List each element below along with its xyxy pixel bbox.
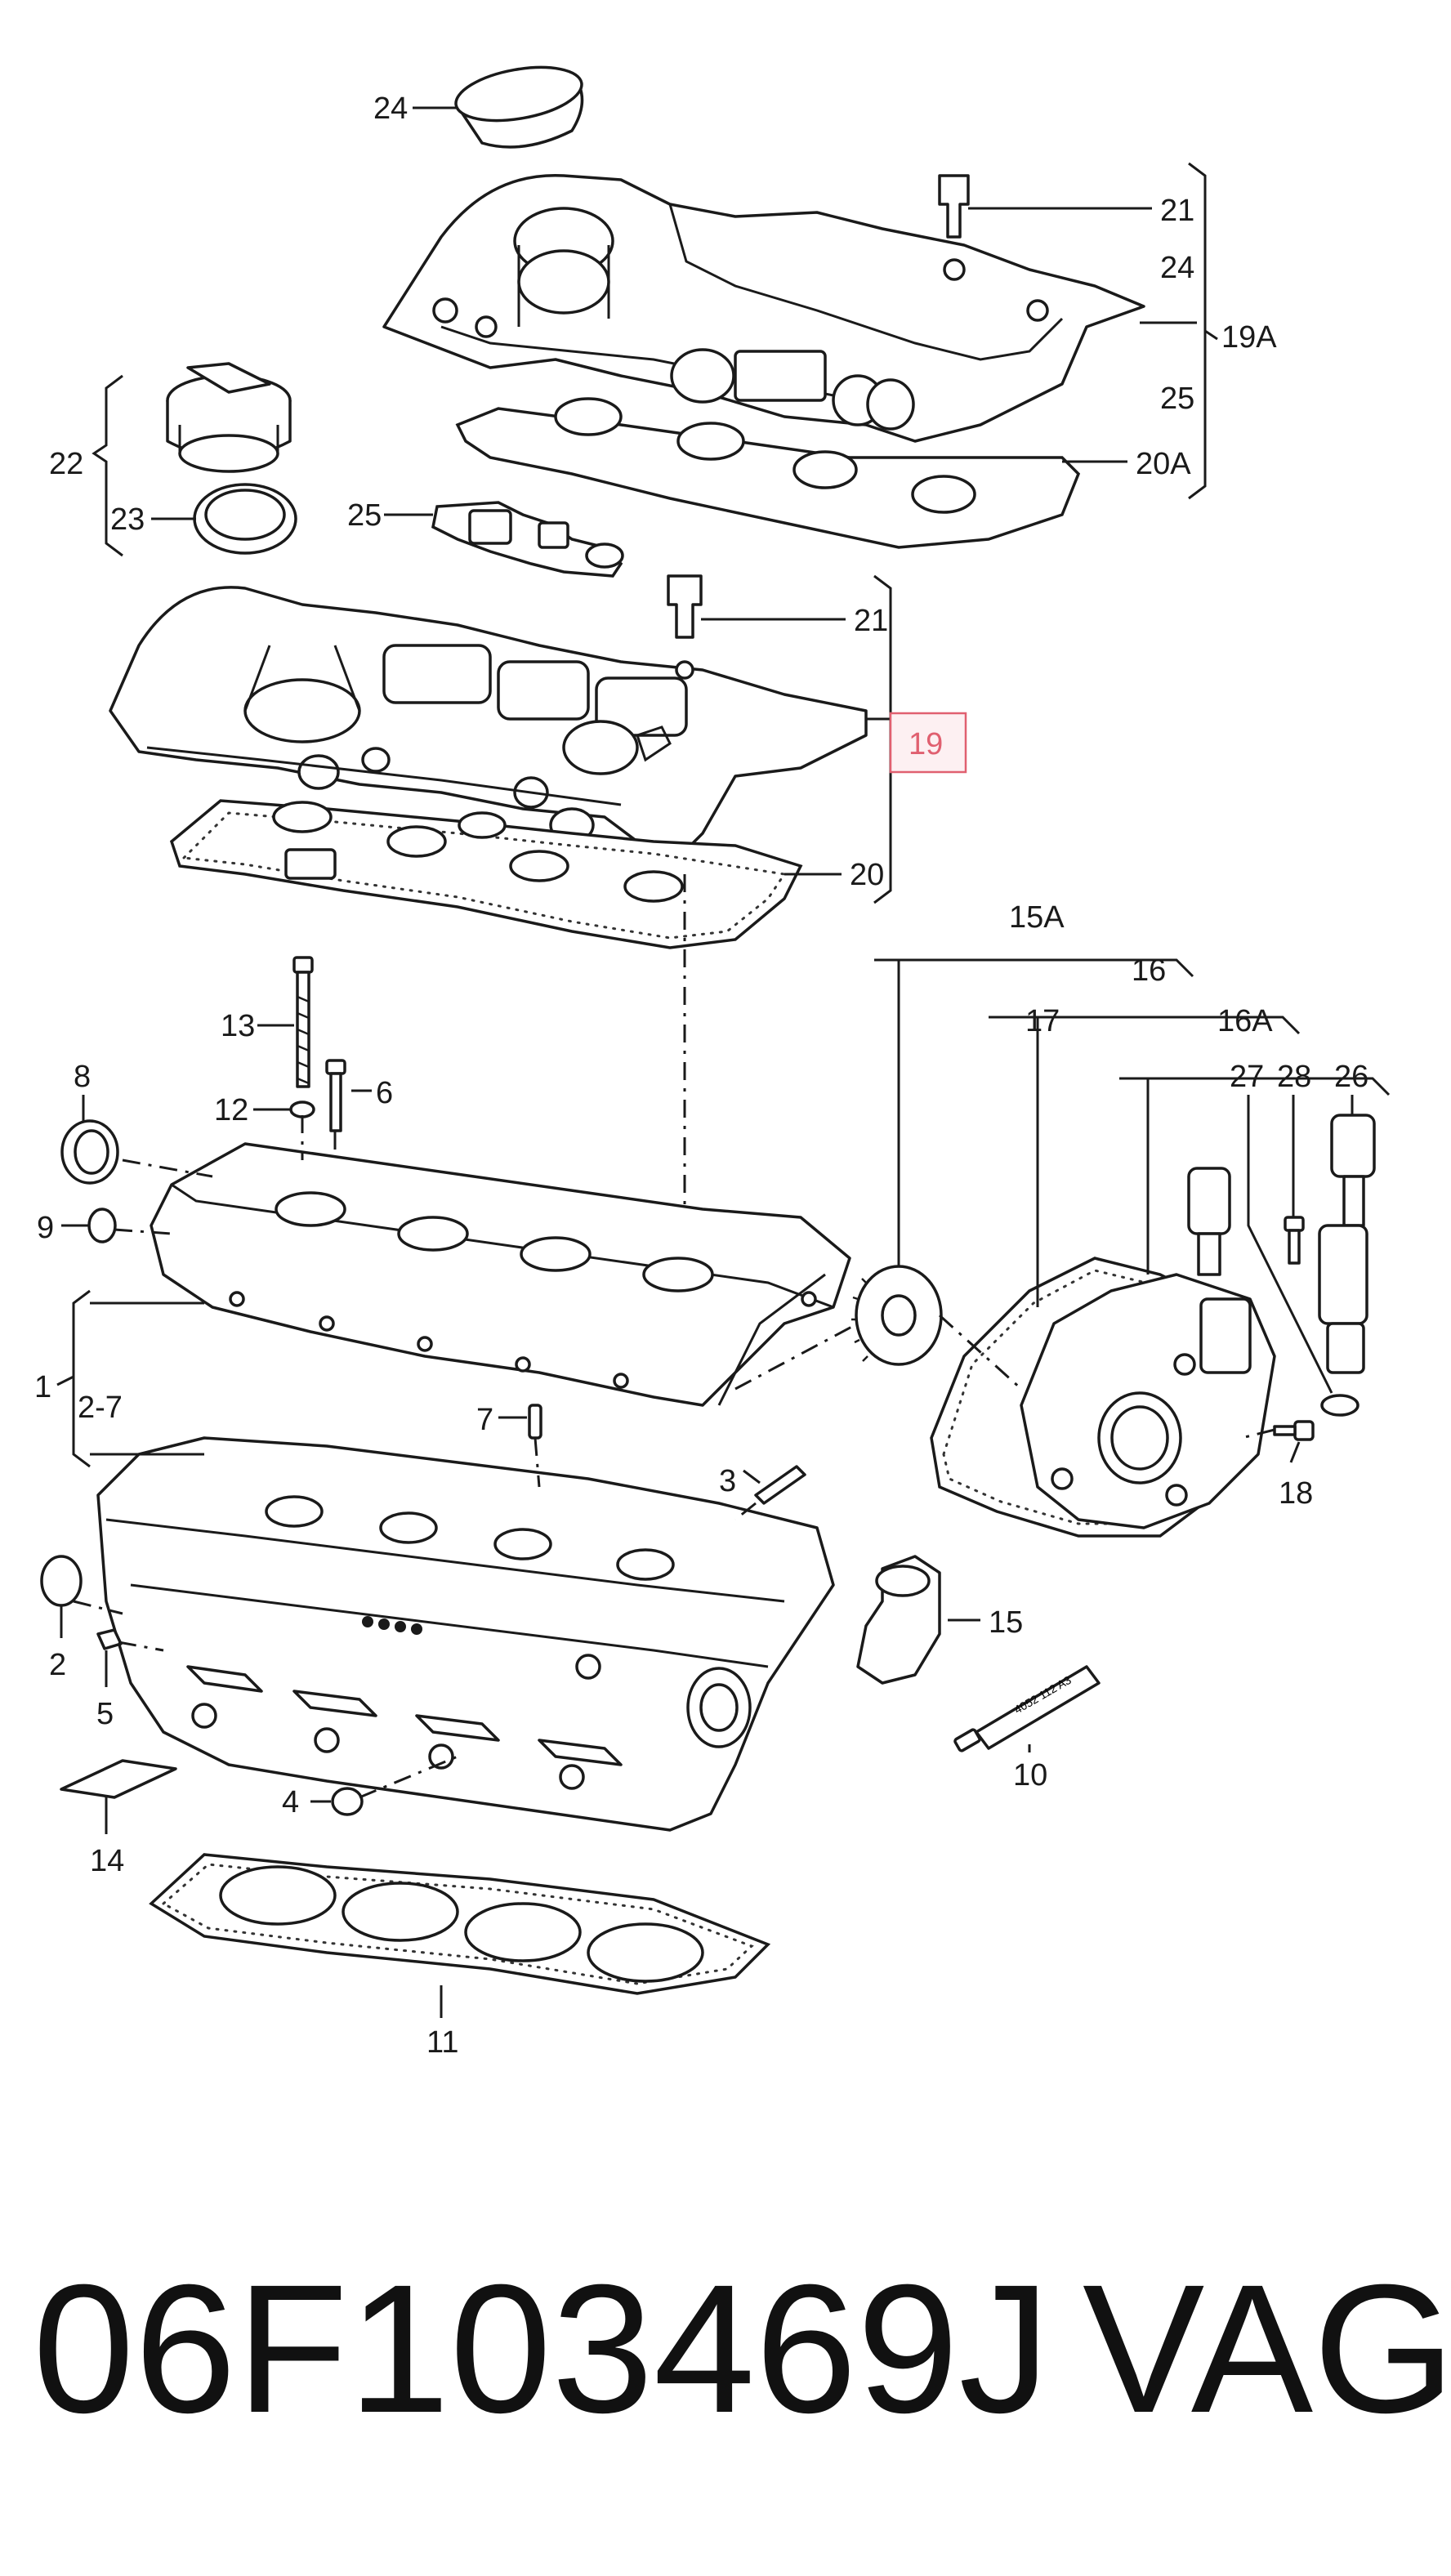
part-22-oil-filler-cap — [166, 362, 292, 473]
valve-cover-19 — [109, 586, 868, 868]
label-27: 27 — [1230, 1060, 1264, 1094]
label-11: 11 — [426, 2025, 458, 2060]
label-28: 28 — [1277, 1060, 1311, 1094]
part-3-stud — [754, 1465, 806, 1505]
label-15: 15 — [989, 1605, 1023, 1640]
footer: 06F103469J VAG — [33, 2243, 1451, 2455]
label-7: 7 — [476, 1403, 493, 1437]
label-24-b: 24 — [1160, 251, 1194, 285]
label-19A: 19A — [1221, 320, 1277, 355]
label-5: 5 — [96, 1697, 114, 1731]
label-4: 4 — [282, 1785, 299, 1819]
label-10: 10 — [1013, 1758, 1047, 1792]
part-12-washer — [289, 1100, 315, 1118]
part-4-plug — [331, 1787, 364, 1816]
part-11-head-gasket — [149, 1853, 771, 1995]
assembly-lines — [73, 874, 1275, 1799]
label-9: 9 — [37, 1211, 54, 1245]
label-26: 26 — [1334, 1060, 1368, 1094]
label-19: 19 — [909, 727, 943, 761]
part-number: 06F103469J — [33, 2247, 1051, 2451]
part-21-sensor-b — [667, 574, 703, 680]
leader-lines — [56, 106, 1391, 2018]
label-16A: 16A — [1217, 1004, 1273, 1038]
label-16: 16 — [1132, 953, 1166, 988]
brand-name: VAG — [1083, 2247, 1451, 2451]
label-12: 12 — [214, 1093, 248, 1127]
valve-cover-19A — [382, 173, 1145, 443]
part-18-bolt — [1273, 1420, 1315, 1441]
part-6-bolt — [325, 1059, 346, 1132]
label-20: 20 — [850, 858, 884, 892]
label-17: 17 — [1025, 1004, 1060, 1038]
label-1: 1 — [34, 1370, 51, 1404]
gasket-20A — [455, 397, 1081, 549]
label-2: 2 — [49, 1648, 66, 1682]
part-15-bracket — [856, 1555, 941, 1685]
part-2-plug — [40, 1555, 83, 1607]
part-8-seal — [60, 1119, 119, 1185]
part-15A-gear — [851, 1265, 943, 1366]
label-6: 6 — [376, 1076, 393, 1110]
label-20A: 20A — [1136, 447, 1191, 481]
cylinder-head-upper — [150, 1142, 851, 1407]
label-25-a: 25 — [1160, 382, 1194, 416]
part-27-oring — [1320, 1394, 1359, 1417]
label-21-b: 21 — [854, 604, 888, 638]
label-24-top: 24 — [373, 92, 408, 126]
label-14: 14 — [90, 1844, 124, 1878]
label-21-a: 21 — [1160, 194, 1194, 228]
part-24-cap-seal — [454, 65, 584, 149]
part-13-bolt — [292, 956, 314, 1088]
label-13: 13 — [221, 1009, 255, 1043]
gasket-20 — [169, 799, 803, 949]
label-2-7: 2-7 — [78, 1391, 123, 1425]
part-9-plug — [87, 1208, 117, 1243]
label-8: 8 — [74, 1060, 91, 1094]
label-18: 18 — [1279, 1476, 1313, 1511]
part-25-gasket-a — [431, 501, 624, 578]
callout-labels: 24 21 24 19A 25 20A 22 23 25 21 19 20 15… — [34, 92, 1368, 2060]
highlight-box-19 — [889, 712, 967, 774]
label-22: 22 — [49, 447, 83, 481]
part-10-sealant-tube: 4052 112 A3 — [953, 1665, 1101, 1752]
label-3: 3 — [719, 1464, 736, 1498]
cylinder-head-main — [96, 1436, 835, 1832]
part-14-shield — [60, 1759, 177, 1799]
part-16A-actuator — [1020, 1167, 1276, 1529]
label-23: 23 — [110, 502, 145, 537]
label-15A: 15A — [1009, 900, 1065, 935]
part-7-dowel — [528, 1404, 542, 1440]
part-28-bolt — [1284, 1216, 1305, 1265]
part-23-seal-ring — [193, 483, 297, 555]
part-21-sensor-a — [938, 174, 970, 281]
part-26-solenoid — [1318, 1114, 1376, 1374]
label-25-b: 25 — [347, 498, 382, 533]
